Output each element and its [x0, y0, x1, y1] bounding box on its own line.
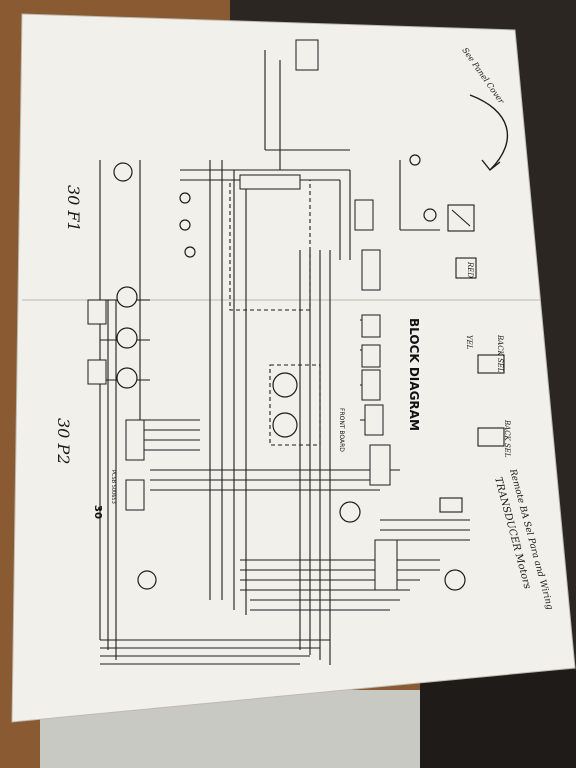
page-number: 30: [92, 505, 103, 519]
schematic-wiring: [99, 50, 470, 665]
connector-label: PCSB 500653: [110, 470, 116, 504]
note-30-f1: 30 F1: [64, 185, 83, 232]
note-back-sel-2: BACK SEL: [503, 419, 511, 458]
section-label: FRONT BOARD: [338, 408, 345, 452]
note-30-p2: 30 P2: [54, 418, 73, 464]
block-diagram-title: BLOCK DIAGRAM: [407, 318, 421, 431]
component-circles: [113, 154, 466, 591]
note-red: RED: [466, 261, 474, 278]
hand-drawn-arrow: [469, 94, 509, 172]
connector-blocks: [87, 39, 398, 591]
switch-symbols: [439, 204, 505, 513]
note-back-sel-1: BACK SEL: [496, 334, 504, 373]
dark-bottom-right: [420, 670, 576, 768]
note-yel: YEL: [465, 335, 473, 350]
schematic-sheet: [11, 13, 576, 723]
